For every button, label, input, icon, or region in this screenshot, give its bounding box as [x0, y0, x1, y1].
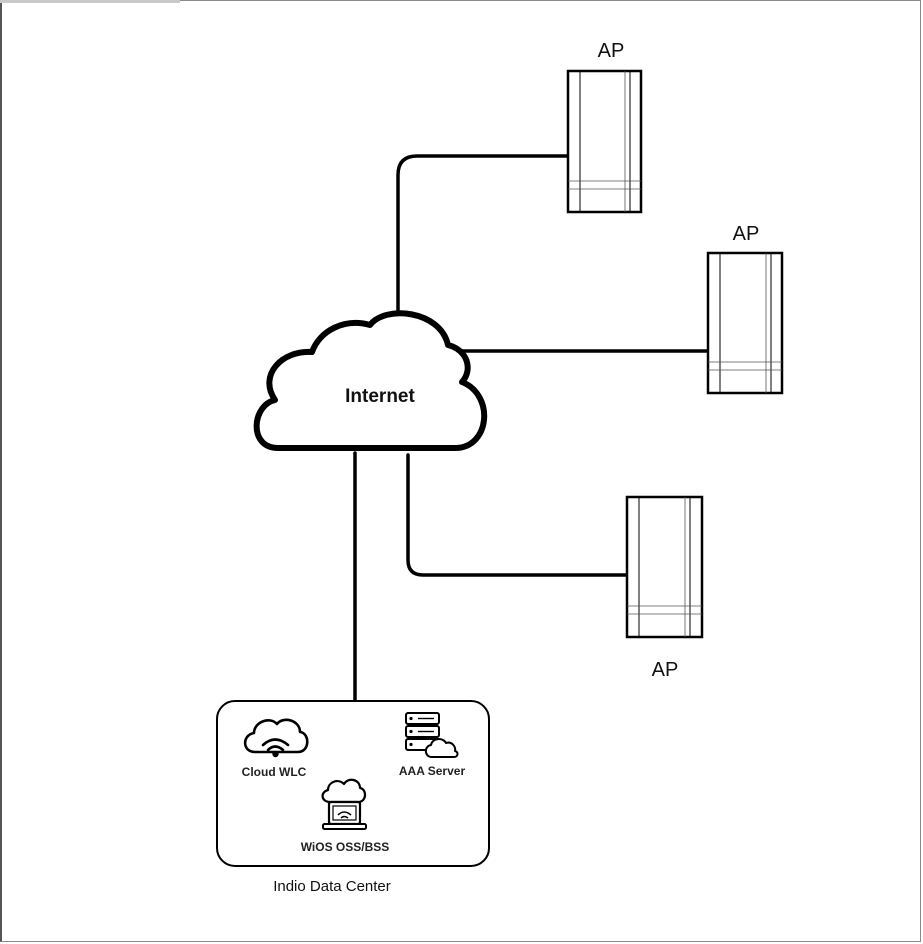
link-internet-ap-top [396, 154, 570, 314]
cloud-shape [253, 310, 488, 451]
ap-label-middle: AP [733, 223, 760, 245]
access-point-bottom: AP [625, 495, 704, 681]
internet-cloud: Internet [253, 310, 488, 451]
frame-tab [0, 0, 180, 3]
access-point-top: AP [566, 40, 643, 214]
ap-label-top: AP [598, 40, 625, 62]
aaa-server-label: AAA Server [399, 764, 466, 778]
link-internet-ap-bottom [406, 453, 629, 577]
cloud-wifi-icon [243, 718, 309, 758]
laptop-wifi-cloud-icon [321, 778, 367, 830]
cloud-wlc-label: Cloud WLC [242, 765, 307, 779]
ap-label-bottom: AP [652, 659, 679, 681]
ap-device-bottom [625, 495, 704, 639]
internet-label: Internet [345, 386, 415, 407]
access-point-middle: AP [706, 223, 784, 395]
data-center-label: Indio Data Center [273, 878, 391, 895]
indio-data-center: Cloud WLC AAA Server WiOS OSS/BSS Indio … [216, 700, 490, 895]
server-cloud-icon [405, 712, 459, 758]
wios-oss-bss-label: WiOS OSS/BSS [301, 840, 390, 854]
